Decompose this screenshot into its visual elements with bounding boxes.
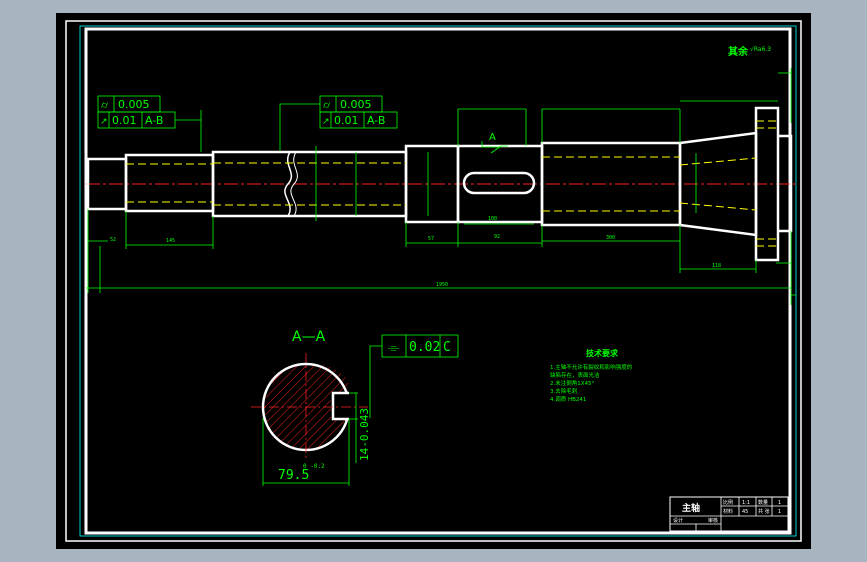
fcf-top-mid: ⌭ 0.005 ↗ 0.01 A-B <box>279 95 398 129</box>
svg-text:1:1: 1:1 <box>742 500 750 506</box>
svg-text:0.02: 0.02 <box>409 340 440 355</box>
svg-text:45: 45 <box>742 509 748 515</box>
section-width-dim: 79.5 <box>278 468 309 483</box>
roughness-symbol: √Ra6.3 <box>750 46 771 53</box>
break-line <box>284 151 293 217</box>
svg-text:比例: 比例 <box>723 499 733 506</box>
outer-border <box>65 20 802 542</box>
title-block: 主轴 比例 1:1 数量 1 材料 45 共 张 1 设计 审核 <box>669 496 789 532</box>
svg-text:52: 52 <box>110 237 116 243</box>
svg-text:92: 92 <box>494 234 500 240</box>
section-marker: A <box>489 132 496 143</box>
svg-text:0.01: 0.01 <box>112 114 137 127</box>
section-fcf: ⌯ 0.02 C <box>369 334 459 418</box>
svg-text:118: 118 <box>712 263 721 269</box>
svg-text:数量: 数量 <box>758 499 768 506</box>
svg-text:3.去除毛刺: 3.去除毛刺 <box>550 387 578 395</box>
svg-text:1.主轴不允许有裂纹和影响强度的: 1.主轴不允许有裂纹和影响强度的 <box>550 363 633 371</box>
svg-text:↗: ↗ <box>100 117 108 127</box>
svg-text:2.未注倒角1X45°: 2.未注倒角1X45° <box>550 379 595 387</box>
svg-text:⌯: ⌯ <box>388 340 399 356</box>
svg-text:1: 1 <box>778 500 781 506</box>
break-line-2 <box>290 151 298 217</box>
dimension-lines <box>86 68 796 305</box>
roughness-note: 其余 <box>728 45 749 58</box>
svg-text:缺陷存在，表面光洁: 缺陷存在，表面光洁 <box>550 371 600 379</box>
svg-text:共 张: 共 张 <box>758 508 770 515</box>
section-width-tol: 0 -0.2 <box>303 463 325 470</box>
fcf-top-left: ⌭ 0.005 ↗ 0.01 A-B <box>97 95 201 129</box>
svg-text:1: 1 <box>778 509 781 515</box>
cad-drawing: 1950 145 57 92 300 118 100 52 其余 √Ra6.3 … <box>65 20 802 542</box>
svg-text:0.005: 0.005 <box>340 98 372 111</box>
inner-border <box>84 27 792 535</box>
svg-text:145: 145 <box>166 238 175 244</box>
svg-text:主轴: 主轴 <box>682 502 700 514</box>
svg-text:材料: 材料 <box>723 508 733 515</box>
svg-text:设计: 设计 <box>673 517 683 524</box>
section-view <box>251 353 368 458</box>
svg-text:A-B: A-B <box>145 114 163 127</box>
svg-text:4.调质 HB241: 4.调质 HB241 <box>550 395 586 403</box>
svg-text:1950: 1950 <box>436 282 448 288</box>
dim-text: 1950 145 57 92 300 118 100 52 <box>110 216 721 288</box>
svg-text:C: C <box>443 340 451 355</box>
svg-text:57: 57 <box>428 236 434 242</box>
cyan-frame <box>79 25 797 537</box>
svg-text:0.005: 0.005 <box>118 98 150 111</box>
hidden-lines <box>126 120 778 247</box>
section-dims <box>262 392 358 486</box>
section-key-dim: 14-0.043 <box>358 408 371 461</box>
svg-text:0.01: 0.01 <box>334 114 359 127</box>
svg-text:⌭: ⌭ <box>101 100 109 111</box>
svg-text:审核: 审核 <box>708 517 718 524</box>
svg-text:300: 300 <box>606 235 615 241</box>
svg-text:A-B: A-B <box>367 114 385 127</box>
svg-text:100: 100 <box>488 216 497 222</box>
technical-requirements: 技术要求 1.主轴不允许有裂纹和影响强度的 缺陷存在，表面光洁 2.未注倒角1X… <box>550 348 633 403</box>
section-arrow <box>481 141 501 148</box>
svg-text:↗: ↗ <box>322 117 330 127</box>
shaft-outline <box>86 106 793 262</box>
svg-text:⌭: ⌭ <box>323 100 331 111</box>
svg-text:技术要求: 技术要求 <box>586 348 619 358</box>
cad-viewport[interactable]: 1950 145 57 92 300 118 100 52 其余 √Ra6.3 … <box>56 13 811 549</box>
section-view-label: A—A <box>292 329 326 345</box>
